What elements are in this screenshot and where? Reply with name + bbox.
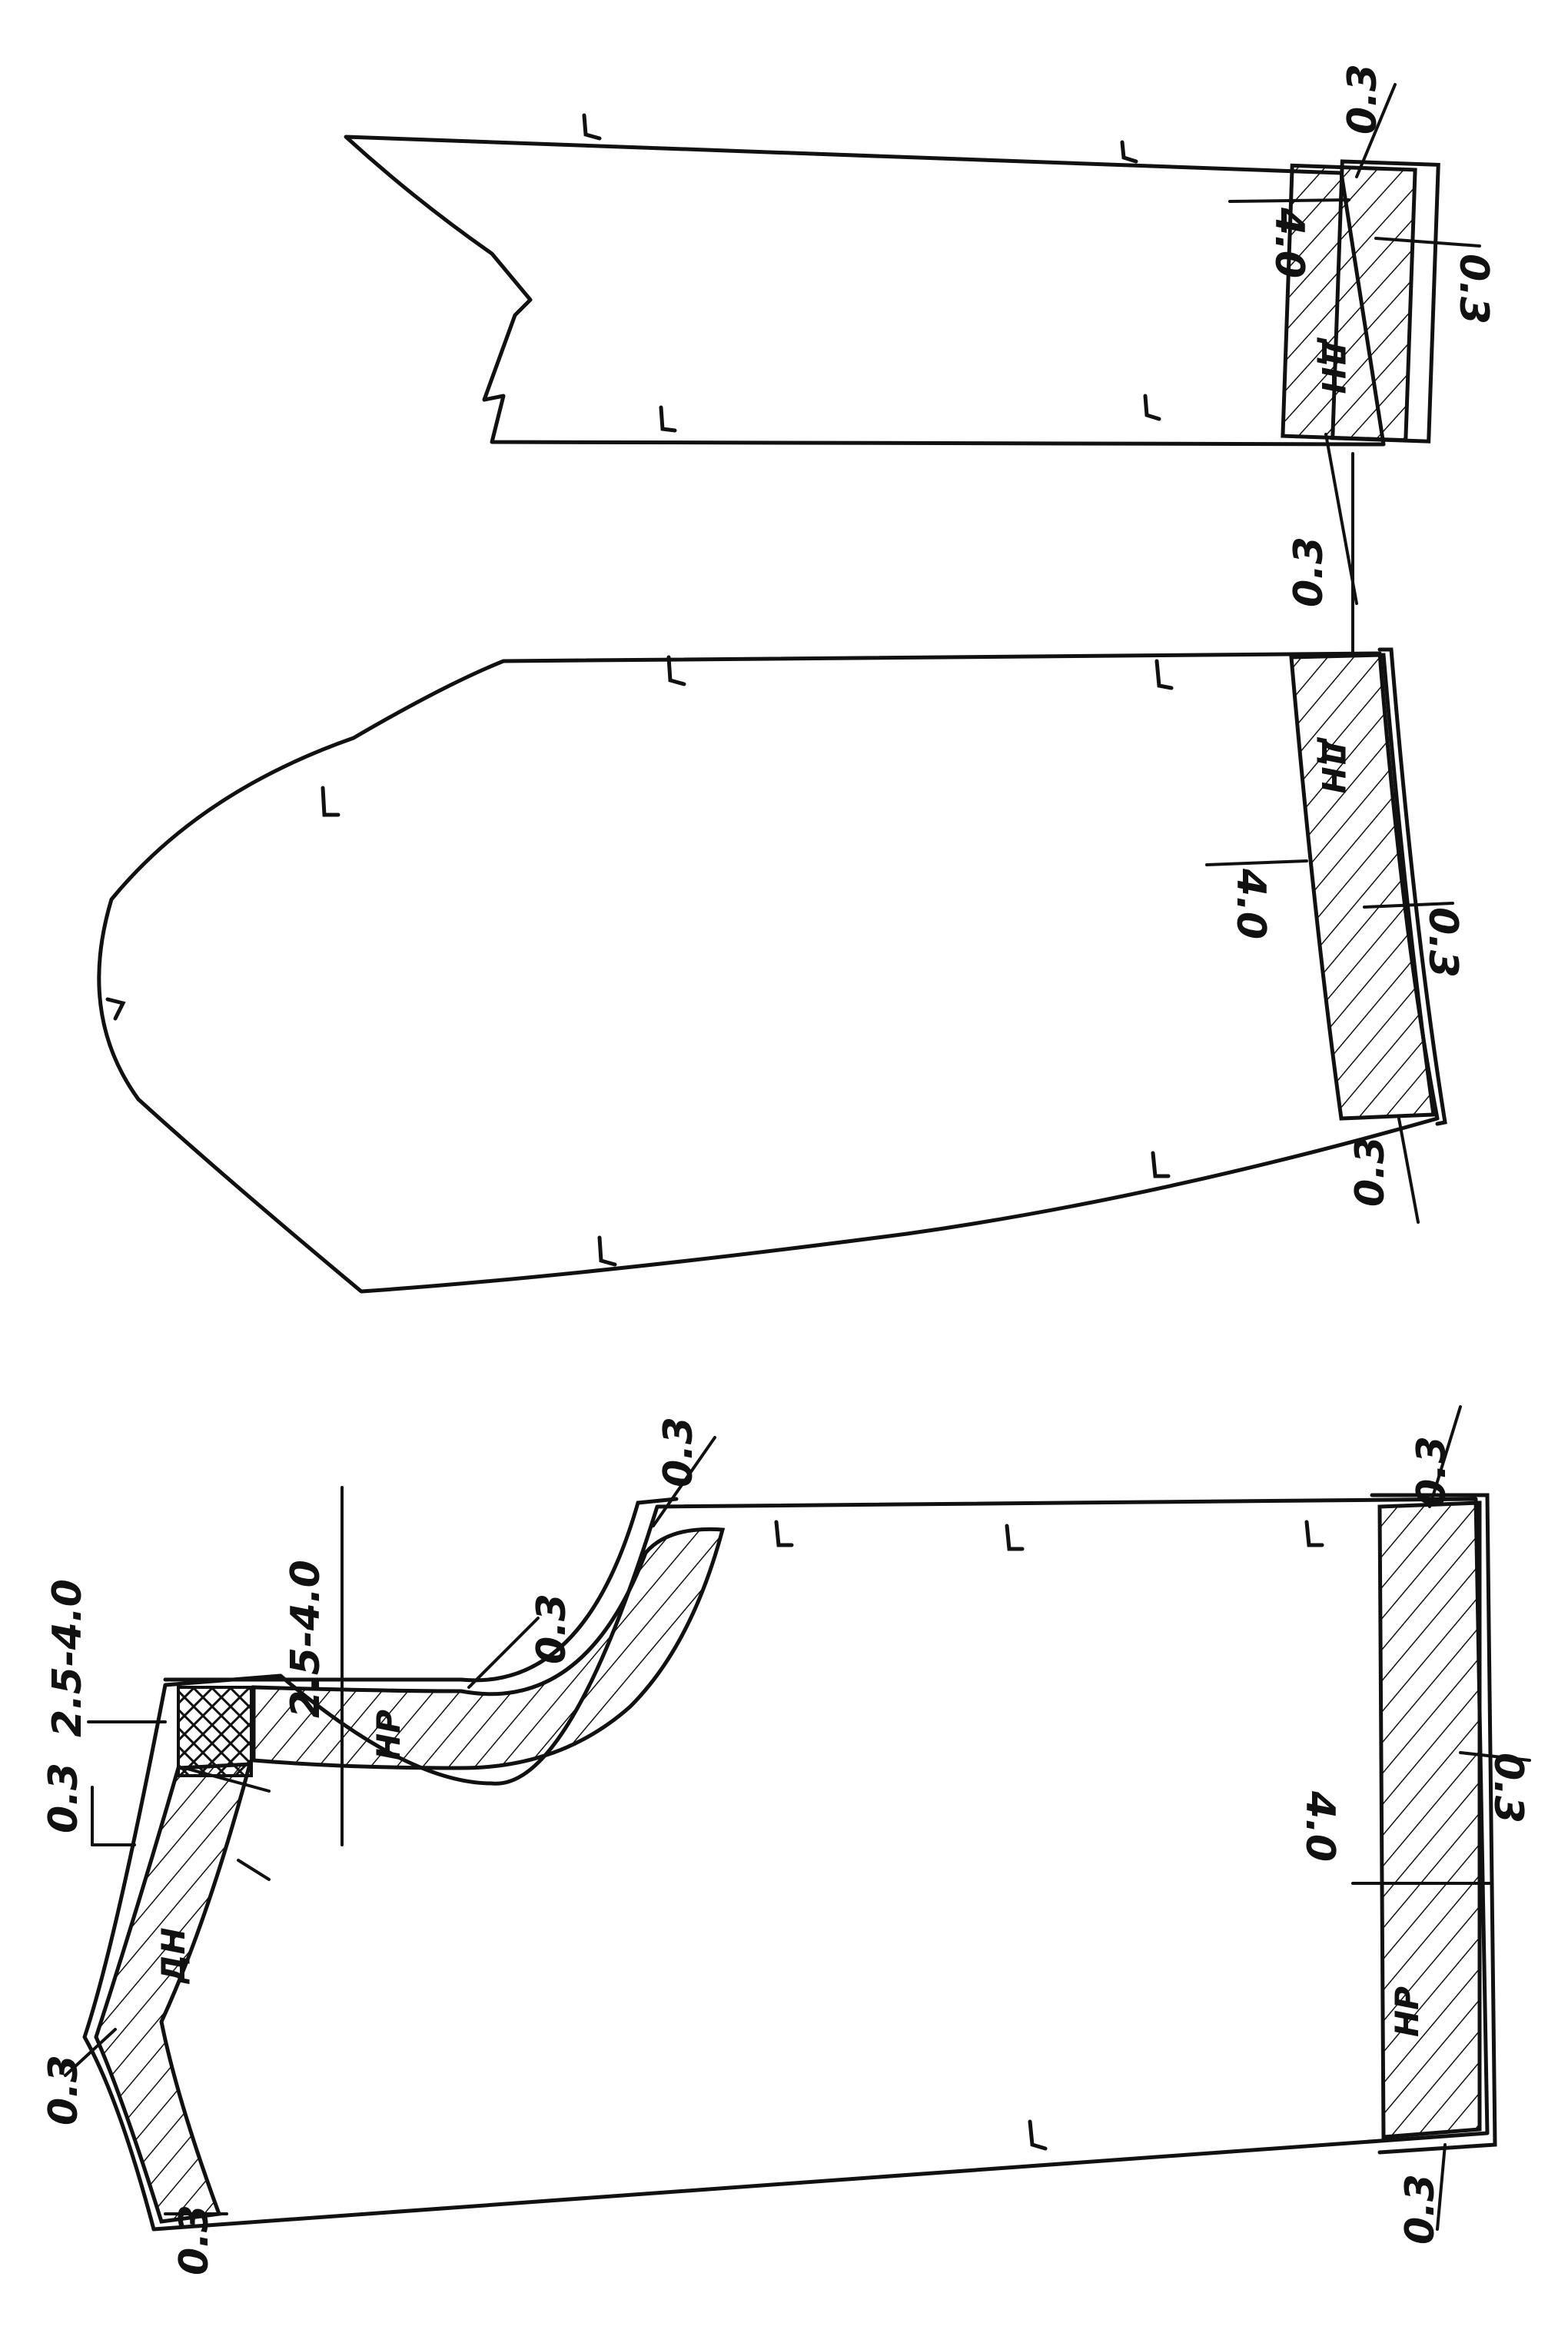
label-allowance: 0.3 (41, 1763, 87, 1833)
label-allowance: 0.3 (1409, 1436, 1455, 1507)
label-allowance: 0.3 (1347, 1136, 1394, 1207)
piece-top-right-outline (344, 135, 1386, 447)
label-width: 4.0 (1266, 207, 1312, 278)
piece-left (64, 1405, 1531, 2232)
band-neck (251, 1527, 726, 1770)
piece-top-right (344, 83, 1481, 605)
label-allowance: 0.3 (171, 2205, 218, 2275)
label-allowance: 0.3 (1286, 537, 1332, 607)
label-allowance: 0.3 (1340, 64, 1386, 135)
band-bottom (1377, 1501, 1482, 2139)
piece-middle-right-outline (97, 651, 1440, 1294)
band-middle-right (1289, 653, 1436, 1121)
label-allowance: 0.3 (41, 2055, 87, 2125)
label-allowance: 0.3 (1397, 2174, 1443, 2245)
label-width-range: 2.5-4.0 (283, 1560, 329, 1718)
label-allowance: 0.3 (1485, 1753, 1531, 1823)
label-code: ДН (154, 1927, 192, 1985)
label-code: НР (370, 1710, 407, 1760)
label-width: 4.0 (1227, 868, 1274, 939)
band-top-right (1281, 163, 1417, 443)
piece-middle-right (97, 452, 1454, 1294)
label-code: ДН (1314, 337, 1352, 394)
label-code: НР (1388, 1986, 1426, 2037)
label-allowance: 0.3 (529, 1594, 575, 1664)
label-allowance: 0.3 (656, 1417, 702, 1487)
piece-left-outline (82, 1497, 1490, 2232)
labels: 0.3 4.0 0.3 ДН 0.3 ДН 4.0 0.3 0.3 0.3 2.… (41, 64, 1531, 2275)
corner-crosshatch (177, 1686, 253, 1777)
label-width: 4.0 (1297, 1790, 1343, 1862)
label-allowance: 0.3 (1420, 907, 1466, 978)
label-code: ДН (1314, 736, 1352, 794)
label-allowance: 0.3 (1450, 254, 1497, 324)
label-width-range: 2.5-4.0 (45, 1579, 91, 1737)
